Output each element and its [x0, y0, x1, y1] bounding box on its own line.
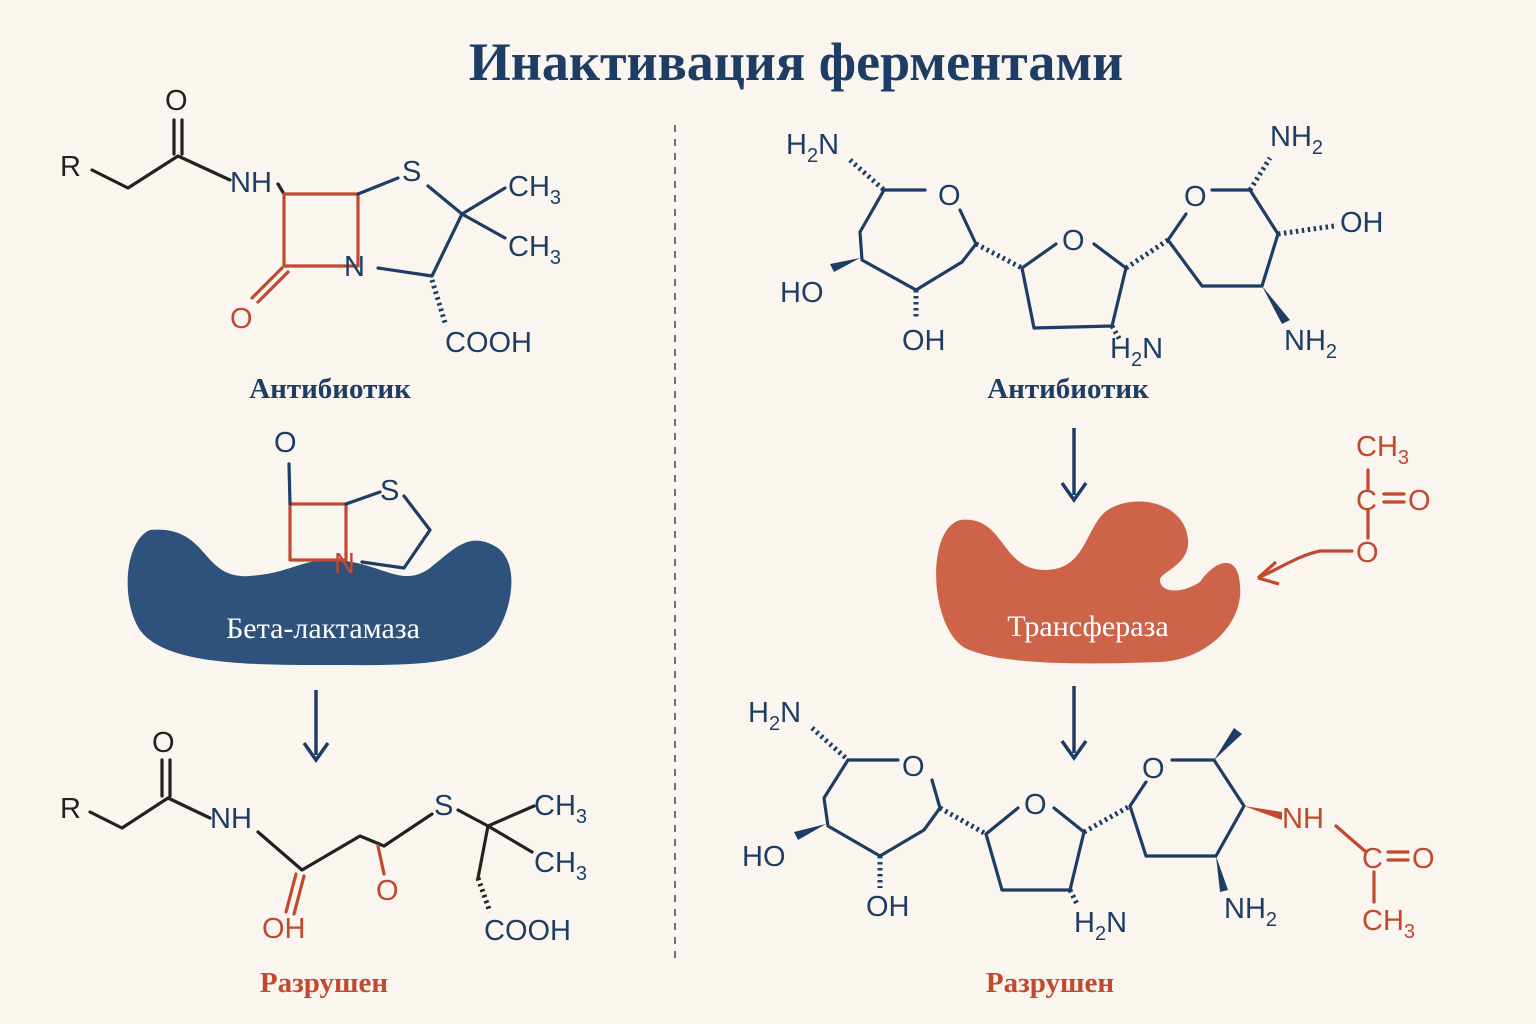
atom-o: O [938, 180, 961, 212]
left-antibiotic-caption: Антибиотик [249, 373, 411, 405]
subscript: 3 [576, 863, 587, 885]
atom-ch: CH [534, 790, 576, 822]
subscript: 2 [769, 713, 780, 735]
atom-cooh: COOH [484, 915, 571, 947]
atom-n: N [1142, 333, 1163, 365]
right-result-caption: Разрушен [986, 967, 1114, 999]
amino-group: H2N [748, 697, 801, 735]
amino-group: NH2 [1284, 325, 1337, 363]
amino-group: NH2 [1224, 893, 1277, 931]
subscript: 3 [576, 806, 587, 828]
beta-lactamase-enzyme [127, 529, 512, 666]
methyl-group: CH3 [1356, 431, 1409, 469]
atom-n: N [780, 697, 801, 729]
atom-oh: OH [866, 891, 910, 923]
subscript: 2 [807, 145, 818, 167]
arrow-down-icon [1060, 686, 1088, 762]
atom-o: O [1142, 753, 1165, 785]
atom-o: O [274, 427, 297, 459]
atom-n: N [344, 251, 365, 283]
atom-h: H [1074, 907, 1095, 939]
atom-ch: CH [508, 171, 550, 203]
methyl-group: CH3 [508, 171, 561, 209]
diagram-title: Инактивация ферментами [469, 32, 1123, 92]
atom-n: N [334, 548, 355, 580]
atom-nh: NH [1282, 803, 1324, 835]
beta-lactamase-label: Бета-лактамаза [226, 612, 420, 645]
amino-group: H2N [786, 129, 839, 167]
atom-ch: CH [508, 231, 550, 263]
subscript: 3 [550, 247, 561, 269]
acetylated-aminoglycoside-structure [794, 726, 1410, 908]
atom-c: C [1362, 843, 1383, 875]
atom-oh: OH [902, 325, 946, 357]
atom-s: S [402, 156, 421, 188]
atom-ho: HO [742, 841, 786, 873]
subscript: 3 [1404, 921, 1415, 943]
amino-group: NH2 [1270, 121, 1323, 159]
atom-o: O [1408, 485, 1431, 517]
atom-o: O [165, 85, 188, 117]
atom-nh: NH [210, 803, 252, 835]
aminoglycoside-structure [830, 156, 1335, 342]
penicillin-structure [90, 118, 507, 327]
atom-o: O [376, 875, 399, 907]
subscript: 2 [1326, 341, 1337, 363]
atom-n: N [818, 129, 839, 161]
transferase-enzyme [936, 501, 1241, 664]
atom-oh: OH [262, 913, 306, 945]
subscript: 2 [1095, 923, 1106, 945]
atom-ho: HO [780, 277, 824, 309]
atom-c: C [1356, 485, 1377, 517]
methyl-group: CH3 [1362, 905, 1415, 943]
atom-nh: NH [230, 167, 272, 199]
atom-h: H [748, 697, 769, 729]
atom-nh: NH [1224, 893, 1266, 925]
left-result-caption: Разрушен [260, 967, 388, 999]
atom-h: H [1110, 333, 1131, 365]
subscript: 2 [1312, 137, 1323, 159]
atom-ch: CH [534, 847, 576, 879]
atom-ch: CH [1356, 431, 1398, 463]
transferase-label: Трансфераза [1007, 610, 1168, 643]
arrow-down-icon [1060, 428, 1088, 504]
atom-o: O [230, 303, 253, 335]
atom-h: H [786, 129, 807, 161]
atom-o: O [1024, 789, 1047, 821]
atom-ch: CH [1362, 905, 1404, 937]
amino-group: H2N [1110, 333, 1163, 371]
right-antibiotic-caption: Антибиотик [987, 373, 1149, 405]
atom-nh: NH [1284, 325, 1326, 357]
atom-cooh: COOH [445, 327, 532, 359]
hydrolysed-penicillin-structure [88, 758, 536, 916]
amino-group: H2N [1074, 907, 1127, 945]
atom-n: N [1106, 907, 1127, 939]
bound-beta-lactam [287, 462, 432, 570]
subscript: 2 [1131, 349, 1142, 371]
atom-o: O [152, 727, 175, 759]
methyl-group: CH3 [534, 790, 587, 828]
atom-nh: NH [1270, 121, 1312, 153]
arrow-down-icon [302, 690, 330, 764]
atom-o: O [1184, 181, 1207, 213]
atom-r: R [60, 151, 81, 183]
atom-o: O [1356, 537, 1379, 569]
atom-s: S [380, 475, 399, 507]
subscript: 3 [550, 187, 561, 209]
atom-o: O [1062, 225, 1085, 257]
methyl-group: CH3 [534, 847, 587, 885]
subscript: 2 [1266, 909, 1277, 931]
acetyl-donor-structure [1256, 468, 1406, 586]
atom-oh: OH [1340, 207, 1384, 239]
atom-s: S [434, 790, 453, 822]
atom-o: O [902, 751, 925, 783]
atom-o: O [1412, 843, 1435, 875]
subscript: 3 [1398, 447, 1409, 469]
atom-r: R [60, 793, 81, 825]
methyl-group: CH3 [508, 231, 561, 269]
